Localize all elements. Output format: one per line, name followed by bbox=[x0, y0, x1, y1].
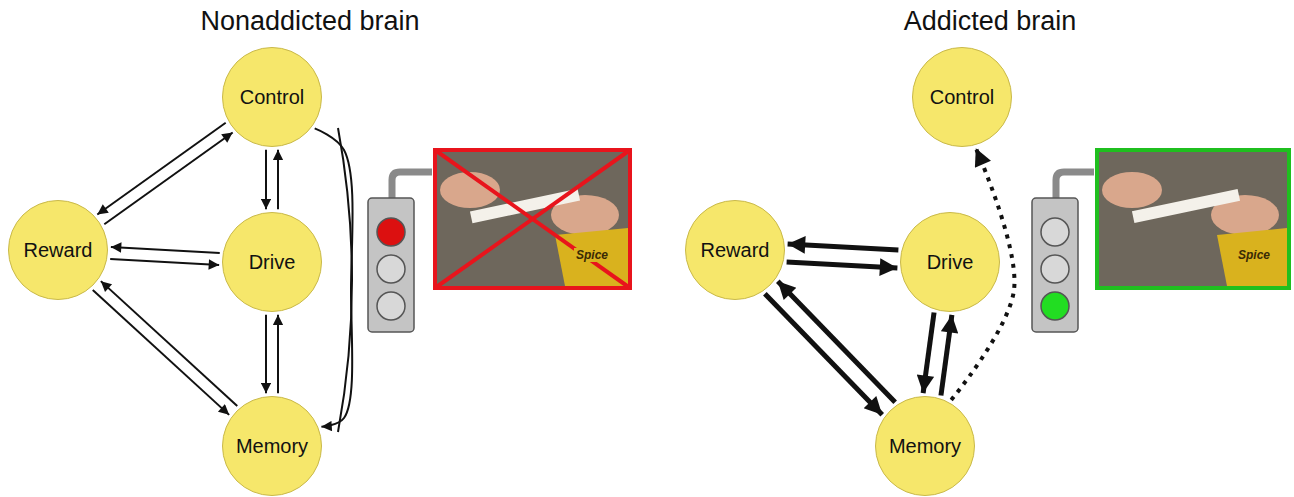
photo-crossed bbox=[435, 150, 630, 288]
package-brand: Spice bbox=[1236, 248, 1272, 262]
brain-region-circle: Reward bbox=[8, 200, 108, 300]
region-name: Reward bbox=[701, 239, 770, 262]
traffic-light bbox=[1032, 172, 1094, 332]
photo-allowed bbox=[1097, 150, 1289, 288]
brain-region-circle: Memory bbox=[222, 396, 322, 496]
influence-arrow bbox=[778, 281, 895, 402]
influence-arrow bbox=[111, 247, 220, 253]
traffic-light bbox=[368, 172, 432, 332]
region-name: Control bbox=[240, 86, 304, 109]
influence-arrow bbox=[787, 262, 898, 268]
brain-region-circle: Reward bbox=[685, 200, 785, 300]
package-brand: Spice bbox=[574, 248, 610, 262]
region-name: Control bbox=[930, 86, 994, 109]
influence-arrow bbox=[277, 150, 279, 210]
influence-arrow bbox=[265, 150, 267, 210]
brain-region-circle: Drive bbox=[900, 212, 1000, 312]
influence-arrow bbox=[101, 281, 237, 406]
influence-arrow bbox=[788, 244, 899, 250]
influence-arrow bbox=[765, 294, 882, 415]
brain-region-circle: Memory bbox=[875, 396, 975, 496]
brain-region-circle: Drive bbox=[222, 212, 322, 312]
brain-region-circle: Control bbox=[912, 47, 1012, 147]
influence-arrow bbox=[265, 315, 267, 394]
region-name: Reward bbox=[24, 239, 93, 262]
panel-title: Nonaddicted brain bbox=[200, 6, 419, 37]
influence-arrow bbox=[277, 315, 279, 394]
region-name: Drive bbox=[249, 251, 296, 274]
brain-region-circle: Control bbox=[222, 47, 322, 147]
influence-arrow bbox=[315, 128, 353, 426]
influence-arrow bbox=[110, 259, 219, 265]
region-name: Memory bbox=[889, 435, 961, 458]
influence-arrow bbox=[93, 290, 229, 415]
influence-arrow bbox=[97, 123, 225, 215]
region-name: Memory bbox=[236, 435, 308, 458]
influence-arrow bbox=[104, 132, 232, 224]
panel-title: Addicted brain bbox=[904, 6, 1077, 37]
influence-arrow bbox=[923, 312, 934, 393]
influence-arrow bbox=[941, 315, 952, 396]
region-name: Drive bbox=[927, 251, 974, 274]
